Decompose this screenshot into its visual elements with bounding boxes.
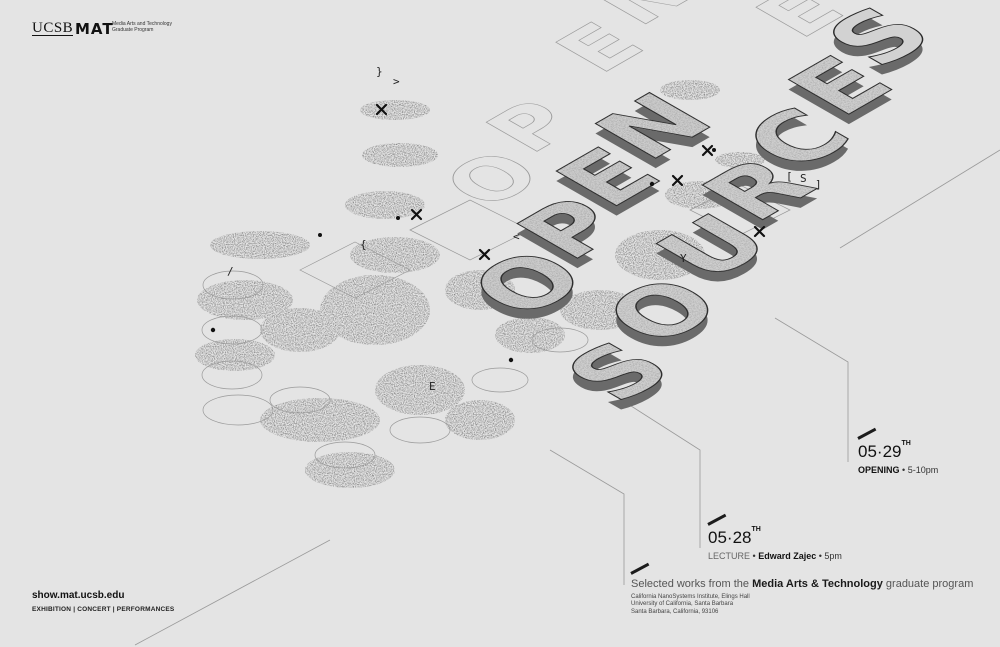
- description: Selected works from the Media Arts & Tec…: [631, 578, 973, 590]
- glyph-e: E: [429, 380, 436, 393]
- lecture-speaker: Edward Zajec: [758, 551, 817, 561]
- glyph-bracket-close: ]: [815, 178, 822, 191]
- date-0528-suffix: TH: [751, 526, 761, 533]
- website-link[interactable]: show.mat.ucsb.edu: [32, 590, 125, 601]
- date-0529-suffix: TH: [901, 440, 911, 447]
- noise-clouds: [195, 80, 765, 488]
- mat-logo-subtitle: Media Arts and Technology Graduate Progr…: [112, 21, 172, 33]
- address-line-1: California NanoSystems Institute, Elings…: [631, 594, 750, 600]
- ucsb-logo[interactable]: UCSB: [32, 20, 74, 36]
- scatter-dots: [210, 148, 716, 363]
- date-0529-value: 05·29: [858, 442, 902, 461]
- glyph-s: S: [800, 172, 807, 185]
- glyph-gt: >: [393, 75, 400, 88]
- address-block: California NanoSystems Institute, Elings…: [631, 594, 750, 616]
- description-pre: Selected works from the: [631, 578, 753, 590]
- address-line-3: Santa Barbara, California, 93106: [631, 608, 719, 615]
- mat-logo[interactable]: MAT: [75, 20, 114, 38]
- glyph-lt: <: [513, 230, 520, 243]
- lecture-label: LECTURE: [708, 551, 751, 561]
- description-post: graduate program: [882, 578, 974, 590]
- x-marks: [375, 103, 766, 261]
- date-0528-value: 05·28: [708, 528, 752, 547]
- opening-time: 5-10pm: [907, 465, 939, 475]
- opening-separator: •: [902, 465, 906, 475]
- address-line-2: University of California, Santa Barbara: [631, 601, 734, 608]
- tagline: EXHIBITION | CONCERT | PERFORMANCES: [32, 606, 175, 613]
- scatter-glyphs: } > { < [ ] / Y E S: [227, 65, 822, 393]
- glyph-slash: /: [227, 265, 234, 278]
- opening-line: OPENING • 5-10pm: [858, 465, 938, 475]
- letters-sources: S O U R C E S S O U R C E S O P E: [447, 0, 959, 426]
- description-program: Media Arts & Technology: [752, 578, 883, 590]
- ghost-rings: [201, 184, 791, 469]
- guide-lines: [134, 149, 1000, 646]
- lecture-line: LECTURE • Edward Zajec • 5pm: [708, 551, 842, 561]
- glyph-bracket-open: [: [786, 170, 793, 183]
- lecture-time: 5pm: [824, 551, 842, 561]
- glyph-brace-open: {: [360, 238, 367, 251]
- date-0529: 05·29TH: [858, 440, 911, 462]
- mat-subtitle-line1: Media Arts and Technology: [112, 21, 172, 27]
- mat-subtitle-line2: Graduate Program: [112, 27, 154, 33]
- lecture-separator: •: [752, 551, 756, 561]
- date-0528: 05·28TH: [708, 526, 761, 548]
- opening-label: OPENING: [858, 465, 900, 475]
- lecture-separator-2: •: [818, 551, 822, 561]
- glyph-y: Y: [680, 252, 687, 265]
- glyph-brace-close: }: [376, 65, 383, 78]
